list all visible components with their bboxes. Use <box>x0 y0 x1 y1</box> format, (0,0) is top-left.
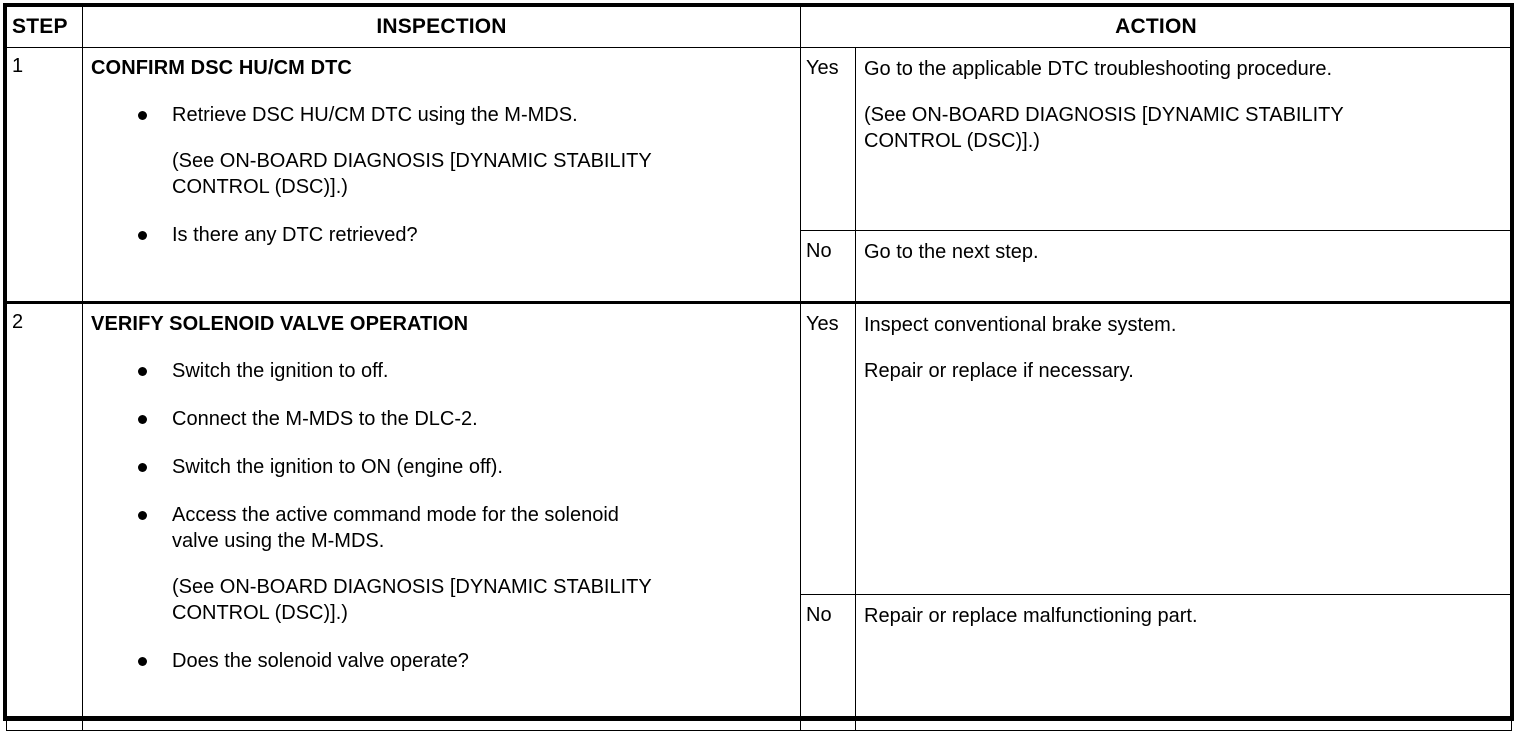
outcome-label-yes: Yes <box>800 301 856 595</box>
reference-note-line-1: (See ON-BOARD DIAGNOSIS [DYNAMIC STABILI… <box>172 150 652 172</box>
table-border-top <box>3 3 1514 7</box>
action-cell-yes: Go to the applicable DTC troubleshooting… <box>854 47 1513 231</box>
outcome-label-no: No <box>800 594 856 731</box>
list-item-text: Switch the ignition to off. <box>172 360 389 382</box>
table-border-right <box>1510 3 1514 721</box>
list-item: Retrieve DSC HU/CM DTC using the M-MDS. <box>91 102 792 128</box>
inspection-step-list: Switch the ignition to off. Connect the … <box>91 358 792 674</box>
inspection-title: VERIFY SOLENOID VALVE OPERATION <box>91 313 469 335</box>
reference-note-line-2: CONTROL (DSC)].) <box>172 176 348 198</box>
reference-note: (See ON-BOARD DIAGNOSIS [DYNAMIC STABILI… <box>172 148 792 200</box>
list-item: Switch the ignition to off. <box>91 358 792 384</box>
list-item-text: Switch the ignition to ON (engine off). <box>172 456 503 478</box>
action-line: Go to the applicable DTC troubleshooting… <box>864 58 1333 80</box>
list-item: Does the solenoid valve operate? <box>91 648 792 674</box>
list-item: Is there any DTC retrieved? <box>91 222 792 248</box>
list-item: Access the active command mode for the s… <box>91 502 792 554</box>
action-line: Repair or replace malfunctioning part. <box>864 605 1198 627</box>
table-border-bottom <box>3 716 1514 721</box>
action-line: Inspect conventional brake system. <box>864 314 1177 336</box>
step-number: 1 <box>6 47 83 303</box>
list-item-line-1: Access the active command mode for the s… <box>172 504 619 526</box>
reference-note-line-1: (See ON-BOARD DIAGNOSIS [DYNAMIC STABILI… <box>172 576 652 598</box>
table-header-row: STEP INSPECTION ACTION <box>6 6 1513 48</box>
action-line: CONTROL (DSC)].) <box>864 130 1040 152</box>
table-row: 2 VERIFY SOLENOID VALVE OPERATION Switch… <box>6 301 1513 731</box>
reference-note: (See ON-BOARD DIAGNOSIS [DYNAMIC STABILI… <box>172 574 792 626</box>
table-row: 1 CONFIRM DSC HU/CM DTC Retrieve DSC HU/… <box>6 47 1513 303</box>
list-item-text: Is there any DTC retrieved? <box>172 224 418 246</box>
outcome-label-yes: Yes <box>800 47 856 231</box>
inspection-title: CONFIRM DSC HU/CM DTC <box>91 57 352 79</box>
table-border-left <box>3 3 7 721</box>
action-cell-no: Repair or replace malfunctioning part. <box>854 594 1513 731</box>
action-line: Repair or replace if necessary. <box>864 360 1134 382</box>
outcome-label-no: No <box>800 230 856 303</box>
inspection-cell: CONFIRM DSC HU/CM DTC Retrieve DSC HU/CM… <box>82 47 801 303</box>
column-header-inspection: INSPECTION <box>82 6 801 48</box>
action-line: Go to the next step. <box>864 241 1039 263</box>
column-header-step: STEP <box>6 6 83 48</box>
list-item-text: Connect the M-MDS to the DLC-2. <box>172 408 478 430</box>
list-item: Switch the ignition to ON (engine off). <box>91 454 792 480</box>
inspection-step-list: Retrieve DSC HU/CM DTC using the M-MDS. … <box>91 102 792 248</box>
troubleshooting-table: STEP INSPECTION ACTION 1 CONFIRM DSC HU/… <box>6 6 1513 731</box>
action-cell-no: Go to the next step. <box>854 230 1513 303</box>
list-item-text: Retrieve DSC HU/CM DTC using the M-MDS. <box>172 104 578 126</box>
reference-note-line-2: CONTROL (DSC)].) <box>172 602 348 624</box>
column-header-action: ACTION <box>799 6 1513 48</box>
step-number: 2 <box>6 301 83 731</box>
list-item-text: Does the solenoid valve operate? <box>172 650 469 672</box>
inspection-cell: VERIFY SOLENOID VALVE OPERATION Switch t… <box>82 301 801 731</box>
action-line: (See ON-BOARD DIAGNOSIS [DYNAMIC STABILI… <box>864 104 1344 126</box>
list-item: Connect the M-MDS to the DLC-2. <box>91 406 792 432</box>
table-row: No Repair or replace malfunctioning part… <box>7 594 1513 731</box>
list-item: (See ON-BOARD DIAGNOSIS [DYNAMIC STABILI… <box>91 148 792 200</box>
action-cell-yes: Inspect conventional brake system. Repai… <box>854 301 1513 595</box>
list-item: (See ON-BOARD DIAGNOSIS [DYNAMIC STABILI… <box>91 574 792 626</box>
list-item-line-2: valve using the M-MDS. <box>172 530 385 552</box>
